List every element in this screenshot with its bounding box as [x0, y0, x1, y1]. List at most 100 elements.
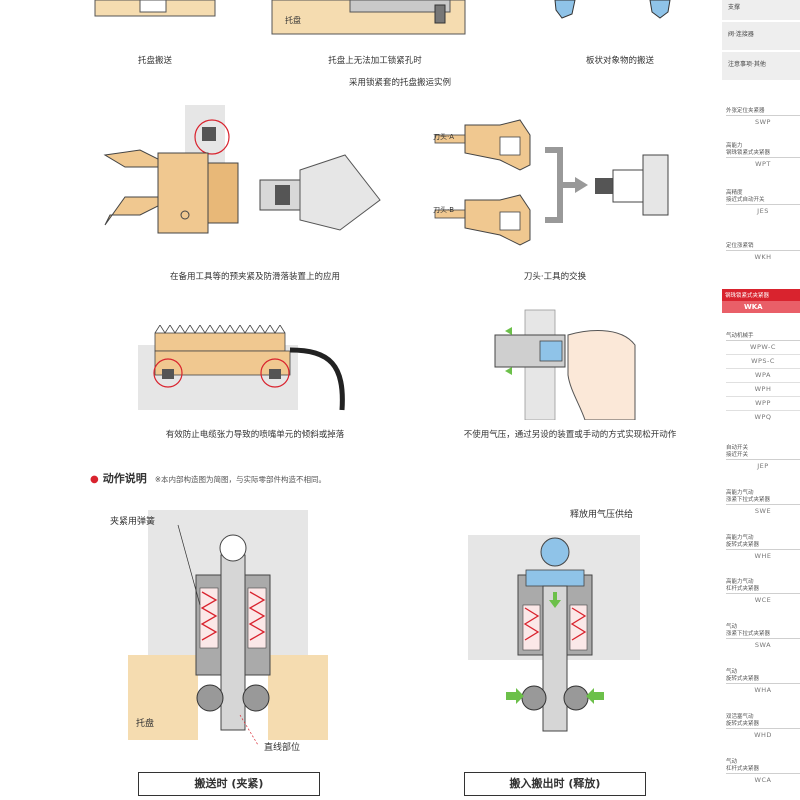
- green-arrow-right: [586, 688, 604, 704]
- group-title-line: 涨紧下拉式夹紧器: [726, 631, 771, 637]
- sidebar-group-whd[interactable]: 双活塞气动 旋转式夹紧器 WHD: [722, 714, 800, 742]
- sidebar-group-swa[interactable]: 气动 涨紧下拉式夹紧器 SWA: [722, 624, 800, 652]
- ball-top: [219, 534, 247, 562]
- group-code: WPW-C: [726, 340, 800, 354]
- finger-bottom: [104, 196, 161, 226]
- sidebar: 支撑 阀·连接器 注意事项·其他 外张定位夹紧器 SWP 高能力 钢珠锁紧式夹紧…: [722, 0, 800, 800]
- group-title-line: 旋转式夹紧器: [726, 721, 760, 727]
- clamped-state-label: 搬送时 (夹紧): [138, 772, 320, 796]
- caption-tool-prevent: 在备用工具等的预夹紧及防滑落装置上的应用: [169, 272, 340, 282]
- spring-right: [569, 604, 588, 651]
- highlight-left: [153, 358, 183, 388]
- group-code: WKH: [726, 250, 800, 264]
- head-a-body: [464, 119, 531, 171]
- caption-cable-tension: 有效防止电缆张力导致的喷嘴单元的倾斜或掉落: [165, 430, 345, 440]
- sidebar-group-whe[interactable]: 高能力气动 旋转式夹紧器 WHE: [722, 535, 800, 563]
- center-piston: [220, 554, 246, 731]
- group-code: WHA: [726, 683, 800, 697]
- sidebar-group-air-hand[interactable]: 气动机械手 WPW-C WPS-C WPA WPH WPP WPQ: [722, 333, 800, 424]
- highlight-right: [260, 358, 290, 388]
- section-heading: ●动作说明 ※本内部构造图为简图，与实际零部件构造不相同。: [90, 470, 326, 486]
- active-group-title: 钢珠锁紧式夹紧器: [722, 289, 800, 301]
- group-title-line: 涨紧下拉式夹紧器: [726, 497, 771, 503]
- group-title-line: 自动开关: [726, 445, 749, 451]
- group-code: SWA: [726, 638, 800, 652]
- clamp-spring-label: 夹紧用弹簧: [110, 517, 156, 527]
- spring-left: [199, 587, 219, 649]
- group-code: WPA: [726, 368, 800, 382]
- sidebar-group-wkh[interactable]: 定位涨紧销 WKH: [722, 243, 800, 264]
- gripper-mount: [207, 162, 239, 224]
- gripper-tool-illustration: [103, 105, 381, 234]
- head-a-socket: [499, 136, 521, 156]
- release-piston: [539, 340, 563, 362]
- lock-sleeve: [202, 127, 216, 141]
- spring-left: [522, 604, 541, 651]
- group-title-line: 定位涨紧销: [726, 243, 754, 249]
- sidebar-group-wka-active[interactable]: 钢珠锁紧式夹紧器 WKA: [722, 289, 800, 313]
- caption-tool-change: 刀头·工具的交换: [523, 272, 587, 282]
- group-title-line: 高能力气动: [726, 535, 754, 541]
- caption-plate-transport: 板状对象物的搬送: [585, 56, 654, 66]
- released-state-label: 搬入搬出时 (释放): [464, 772, 646, 796]
- section-title: 动作说明: [102, 472, 147, 485]
- sidebar-group-wce[interactable]: 高能力气动 杠杆式夹紧器 WCE: [722, 579, 800, 607]
- green-arrow-top: [505, 327, 512, 335]
- sidebar-group-swp[interactable]: 外张定位夹紧器 SWP: [722, 108, 800, 129]
- sidebar-item-valve[interactable]: 阀·连接器: [722, 22, 800, 52]
- group-title-line: 气动: [726, 669, 738, 675]
- cable: [289, 347, 345, 411]
- tray-left: [128, 655, 198, 740]
- robot-arm: [299, 154, 381, 231]
- lock-bolt: [434, 4, 446, 24]
- sidebar-group-wca[interactable]: 气动 杠杆式夹紧器 WCA: [722, 759, 800, 787]
- tool-change-illustration: [434, 119, 669, 246]
- center-piston: [542, 585, 568, 732]
- sidebar-item-notes[interactable]: 注意事项·其他: [722, 52, 800, 82]
- caption-tray-no-holes: 托盘上无法加工锁紧孔时: [328, 56, 422, 66]
- head-b-body: [464, 194, 531, 246]
- section-note: ※本内部构造图为简图，与实际零部件构造不相同。: [154, 475, 327, 484]
- active-group-code: WKA: [722, 301, 800, 313]
- sidebar-group-jes[interactable]: 高精度 接近式自动开关 JES: [722, 190, 800, 218]
- plate-holder-left: [554, 0, 576, 19]
- group-code: JEP: [726, 459, 800, 473]
- manual-release-illustration: [494, 309, 636, 420]
- group-code: WPS-C: [726, 354, 800, 368]
- highlight-circle: [194, 119, 230, 155]
- exchange-arrow: [575, 177, 588, 193]
- bolt: [180, 210, 190, 220]
- sidebar-group-wpt[interactable]: 高能力 钢珠锁紧式夹紧器 WPT: [722, 143, 800, 171]
- group-code: SWE: [726, 504, 800, 518]
- plate-holder-right: [649, 0, 671, 19]
- lock-ball-right: [563, 685, 589, 711]
- spindle-clamp: [595, 178, 613, 194]
- sidebar-group-wha[interactable]: 气动 旋转式夹紧器 WHA: [722, 669, 800, 697]
- group-title-line: 双活塞气动: [726, 714, 754, 720]
- sidebar-group-jep[interactable]: 自动开关 接近开关 JEP: [722, 445, 800, 473]
- nozzle-body: [154, 350, 291, 376]
- gripper-body: [157, 152, 209, 234]
- head-b-label: 刀头·B: [433, 206, 455, 214]
- head-a-label: 刀头·A: [433, 133, 455, 141]
- sidebar-item-support[interactable]: 支撑: [722, 0, 800, 22]
- bullet-icon: ●: [90, 474, 99, 485]
- group-title-line: 气动机械手: [726, 333, 754, 339]
- linear-part-label: 直线部位: [264, 743, 301, 753]
- tray-diagram-label: 托盘: [136, 719, 155, 729]
- group-title-line: 高能力气动: [726, 490, 754, 496]
- lock-ball-right: [242, 684, 270, 712]
- group-code: SWP: [726, 115, 800, 129]
- group-code: WHD: [726, 728, 800, 742]
- group-title-line: 高能力: [726, 143, 743, 149]
- tray-clamp: [139, 0, 167, 13]
- nozzle-unit-illustration: [138, 325, 345, 411]
- group-title-line: 杠杆式夹紧器: [726, 766, 760, 772]
- spindle-housing: [642, 154, 669, 216]
- tray-small-label: 托盘: [285, 16, 301, 25]
- sidebar-group-swe[interactable]: 高能力气动 涨紧下拉式夹紧器 SWE: [722, 490, 800, 518]
- group-title-line: 外张定位夹紧器: [726, 108, 765, 114]
- group-code: WHE: [726, 549, 800, 563]
- head-b-socket: [499, 211, 521, 231]
- caption-tray-transport: 托盘搬送: [137, 56, 172, 66]
